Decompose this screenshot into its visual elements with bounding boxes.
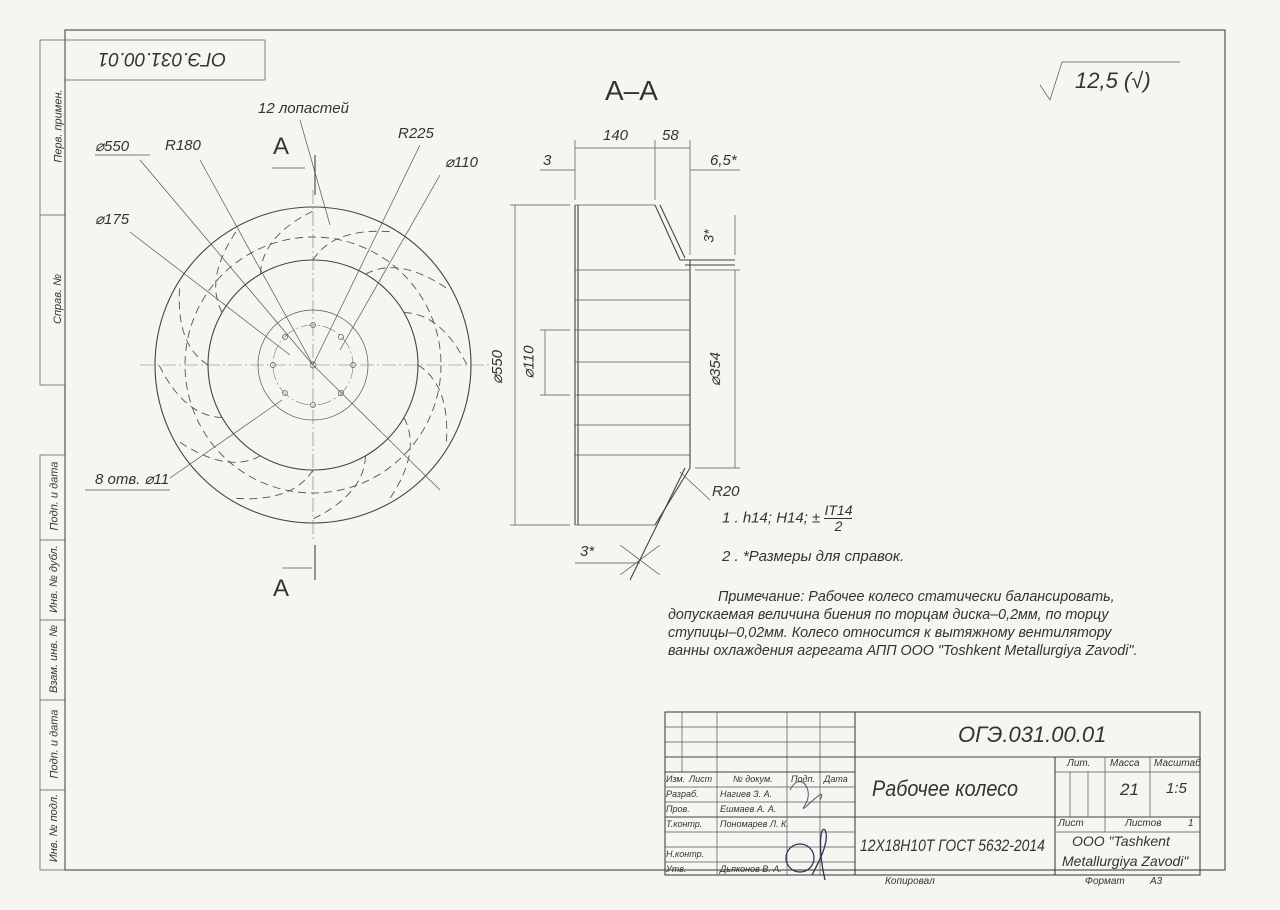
blade xyxy=(178,283,209,366)
tb-scale-header: Масштаб xyxy=(1154,758,1201,769)
tb-person: Дьяконов В. А. xyxy=(720,864,782,874)
strip-vzam-inv: Взам. инв. № xyxy=(48,624,61,694)
section-title: A–A xyxy=(605,75,658,106)
tb-person: Нагиев З. А. xyxy=(720,789,773,799)
label-blades: 12 лопастей xyxy=(258,100,349,117)
rotated-designation-box xyxy=(64,39,266,81)
tb-doc-header: № докум. xyxy=(733,774,773,784)
label-holes: 8 отв. ⌀11 xyxy=(95,471,170,488)
tb-sheet-header: Лист xyxy=(1058,818,1084,829)
tb-format-label: Формат xyxy=(1085,876,1125,887)
dim-3: 3 xyxy=(543,152,552,169)
remark-line: допускаемая величина биения по торцам ди… xyxy=(668,607,1109,623)
strip-sprav-no: Справ. № xyxy=(52,274,64,324)
label-r180: R180 xyxy=(165,137,201,154)
tb-role xyxy=(666,832,704,847)
tb-list-header: Лист xyxy=(689,774,713,784)
dim-r20: R20 xyxy=(712,483,740,500)
tb-company-2: Metallurgiya Zavodi" xyxy=(1062,853,1189,869)
tb-lit-header: Лит. xyxy=(1067,758,1091,769)
roughness-icon xyxy=(1039,61,1180,101)
tb-copied: Копировал xyxy=(885,876,935,887)
dim-58: 58 xyxy=(662,127,679,144)
impeller-front-view xyxy=(85,119,490,580)
blade xyxy=(312,230,395,261)
blade xyxy=(308,455,366,522)
tb-person: Ешмаев А. А. xyxy=(720,804,777,814)
tb-sheets-header: Листов xyxy=(1125,818,1162,829)
strip-inv-dubl: Инв. № дубл. xyxy=(47,545,60,613)
strip-inv-podl: Инв. № подл. xyxy=(48,793,61,863)
section-mark-top: A xyxy=(273,133,290,160)
dim-3-star-v: 3* xyxy=(700,229,717,243)
tb-name: Рабочее колесо xyxy=(872,776,1019,801)
tb-role: Пров. xyxy=(666,804,690,814)
tb-mass-header: Масса xyxy=(1110,758,1140,769)
tb-person xyxy=(720,832,789,847)
note-1: 1 . h14; H14; ± IT14 2 xyxy=(722,502,853,534)
blade xyxy=(175,439,261,463)
tb-sign-header: Подп. xyxy=(791,774,815,784)
side-strip-lines xyxy=(39,39,66,871)
tb-sheets-value: 1 xyxy=(1188,818,1194,829)
note-1-fraction: IT14 2 xyxy=(824,502,853,534)
note-2: 2 . *Размеры для справок. xyxy=(722,548,905,565)
remark-line: Примечание: Рабочее колесо статически ба… xyxy=(718,589,1115,605)
tb-format-value: А3 xyxy=(1150,876,1163,887)
signature-marks xyxy=(785,781,827,881)
blade xyxy=(215,227,239,313)
tb-date-header: Дата xyxy=(824,774,848,784)
dim-d354: ⌀354 xyxy=(707,351,725,387)
rotated-designation: ОГЭ.031.00.01 xyxy=(98,48,227,69)
strip-podp-data-1: Подп. и дата xyxy=(48,461,61,531)
remark: Примечание: Рабочее колесо статически ба… xyxy=(668,588,1193,660)
label-d110: ⌀110 xyxy=(445,154,478,171)
dim-d110: ⌀110 xyxy=(520,345,538,379)
blade xyxy=(387,417,411,503)
tb-person xyxy=(720,847,789,862)
tb-names: Нагиев З. А. Ешмаев А. А. Пономарев Л. К… xyxy=(720,787,789,877)
note-1-text: 1 . h14; H14; ± xyxy=(722,509,821,527)
note-1-denominator: 2 xyxy=(834,518,843,534)
blade xyxy=(365,267,451,291)
tb-role: Разраб. xyxy=(666,789,699,799)
note-1-numerator: IT14 xyxy=(824,502,853,519)
blade xyxy=(260,208,318,275)
blade xyxy=(231,469,314,500)
blade xyxy=(403,312,470,370)
tb-designation: ОГЭ.031.00.01 xyxy=(958,722,1107,747)
dim-140: 140 xyxy=(603,127,629,144)
sheet-frame xyxy=(64,29,1226,871)
tb-person: Пономарев Л. К. xyxy=(720,819,789,829)
tb-role: Утв. xyxy=(666,864,687,874)
tb-role: Н.контр. xyxy=(666,849,705,859)
label-r225: R225 xyxy=(398,125,434,142)
tb-material: 12Х18Н10Т ГОСТ 5632-2014 xyxy=(860,836,1045,855)
label-d550: ⌀550 xyxy=(95,138,130,155)
tb-scale-value: 1:5 xyxy=(1166,780,1187,797)
tb-izm-header: Изм. xyxy=(666,774,686,784)
impeller-section-view xyxy=(510,140,740,581)
label-d175: ⌀175 xyxy=(95,211,130,228)
title-block-grid xyxy=(664,711,1201,876)
blade xyxy=(417,364,448,447)
tb-company-1: ООО "Tashkent xyxy=(1072,833,1170,849)
strip-perv-primen: Перв. примен. xyxy=(52,89,65,163)
remark-line: ванны охлаждения агрегата АПП ООО "Toshk… xyxy=(668,643,1138,659)
tb-role: Т.контр. xyxy=(666,819,703,829)
strip-podp-data-2: Подп. и дата xyxy=(48,709,61,779)
roughness-value: 12,5 (√) xyxy=(1075,68,1151,93)
tb-roles: Разраб. Пров. Т.контр. Н.контр. Утв. xyxy=(666,787,704,877)
blade xyxy=(156,360,223,418)
dim-6-5: 6,5* xyxy=(710,152,737,169)
section-mark-bottom: A xyxy=(273,575,290,602)
dim-3-star-angle: 3* xyxy=(580,543,595,560)
remark-line: ступицы–0,02мм. Колесо относится к вытяж… xyxy=(668,625,1112,641)
tb-mass-value: 21 xyxy=(1120,780,1139,799)
dim-d550: ⌀550 xyxy=(489,349,507,385)
